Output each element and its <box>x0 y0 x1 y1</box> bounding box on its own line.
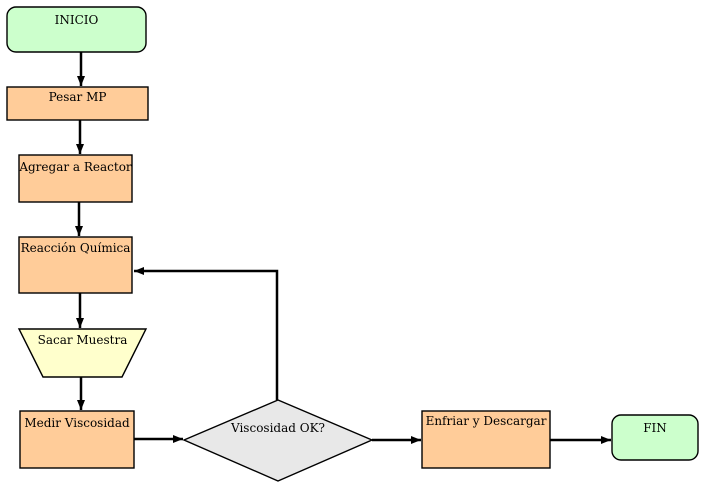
node-pesar-mp-label: Pesar MP <box>48 90 107 104</box>
node-agregar-reactor-shape <box>18 154 133 203</box>
node-inicio-label: INICIO <box>54 13 99 27</box>
node-medir-viscosidad-shape <box>19 410 135 469</box>
node-enfriar-descargar-label: Enfriar y Descargar <box>425 414 547 428</box>
node-medir-viscosidad-label: Medir Viscosidad <box>24 416 130 430</box>
node-viscosidad-ok-label: Viscosidad OK? <box>231 421 325 435</box>
node-inicio-shape <box>6 6 147 53</box>
node-reaccion-quimica-label: Reacción Química <box>20 241 131 255</box>
node-reaccion-quimica-shape <box>18 236 133 294</box>
node-fin-shape <box>611 414 699 461</box>
node-enfriar-descargar-shape <box>421 410 551 469</box>
node-sacar-muestra-shape <box>17 328 148 378</box>
node-fin-label: FIN <box>643 421 667 435</box>
node-viscosidad-ok-shape <box>182 399 374 482</box>
edge-decision-reaccion-loop <box>134 267 279 400</box>
node-pesar-mp-shape <box>6 86 149 121</box>
node-sacar-muestra-label: Sacar Muestra <box>37 333 128 347</box>
node-agregar-reactor-label: Agregar a Reactor <box>19 160 132 174</box>
